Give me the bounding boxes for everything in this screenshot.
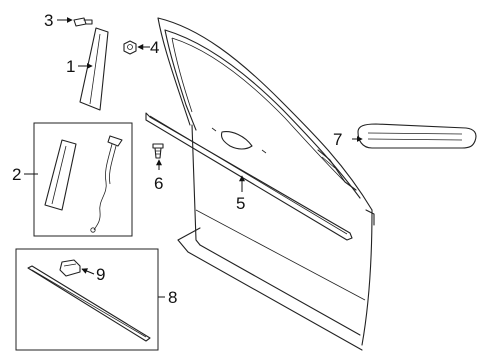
- callout-9: 9: [96, 265, 105, 284]
- callout-2: 2: [12, 165, 21, 184]
- part-8-group: [15, 248, 159, 351]
- callout-1: 1: [66, 57, 75, 76]
- nut-fastener: [123, 40, 137, 55]
- callout-6: 6: [154, 174, 163, 193]
- leader-lines: [24, 17, 363, 298]
- belt-weatherstrip: [145, 112, 353, 241]
- callout-8: 8: [168, 288, 177, 307]
- callout-7: 7: [333, 130, 342, 149]
- pillar-applique: [79, 27, 109, 111]
- callout-5: 5: [236, 194, 245, 213]
- front-door-shell: [157, 17, 375, 351]
- door-garnish-molding: [357, 123, 477, 149]
- callout-4: 4: [150, 38, 159, 57]
- push-clip: [152, 143, 164, 159]
- callout-3: 3: [44, 11, 53, 30]
- screw-fastener: [73, 17, 93, 27]
- part-2-group: [33, 122, 133, 237]
